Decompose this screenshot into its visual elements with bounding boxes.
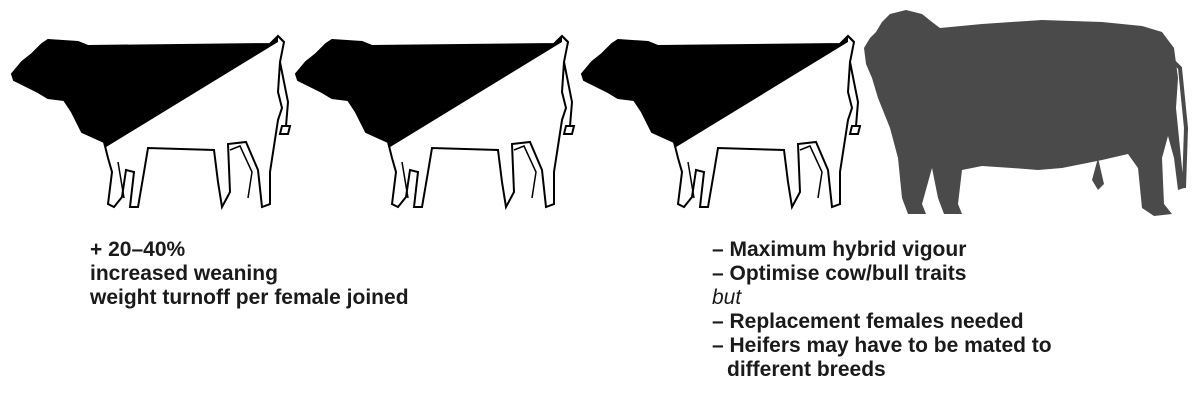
bull-icon [862,8,1190,220]
con-item: – Heifers may have to be mated to [712,334,1052,358]
weaning-weight-note: + 20–40% increased weaning weight turnof… [90,238,409,310]
but-connector: but [712,286,1052,310]
note-line: weight turnoff per female joined [90,286,409,310]
con-item: – Replacement females needed [712,310,1052,334]
crossbred-cow-icon [292,22,582,217]
crossbred-cow-icon [8,22,298,217]
pro-item: – Maximum hybrid vigour [712,238,1052,262]
crossbred-cow-icon [578,22,868,217]
pros-cons-list: – Maximum hybrid vigour – Optimise cow/b… [712,238,1052,382]
note-line: + 20–40% [90,238,409,262]
con-item-continuation: different breeds [712,358,1052,382]
note-line: increased weaning [90,262,409,286]
pro-item: – Optimise cow/bull traits [712,262,1052,286]
